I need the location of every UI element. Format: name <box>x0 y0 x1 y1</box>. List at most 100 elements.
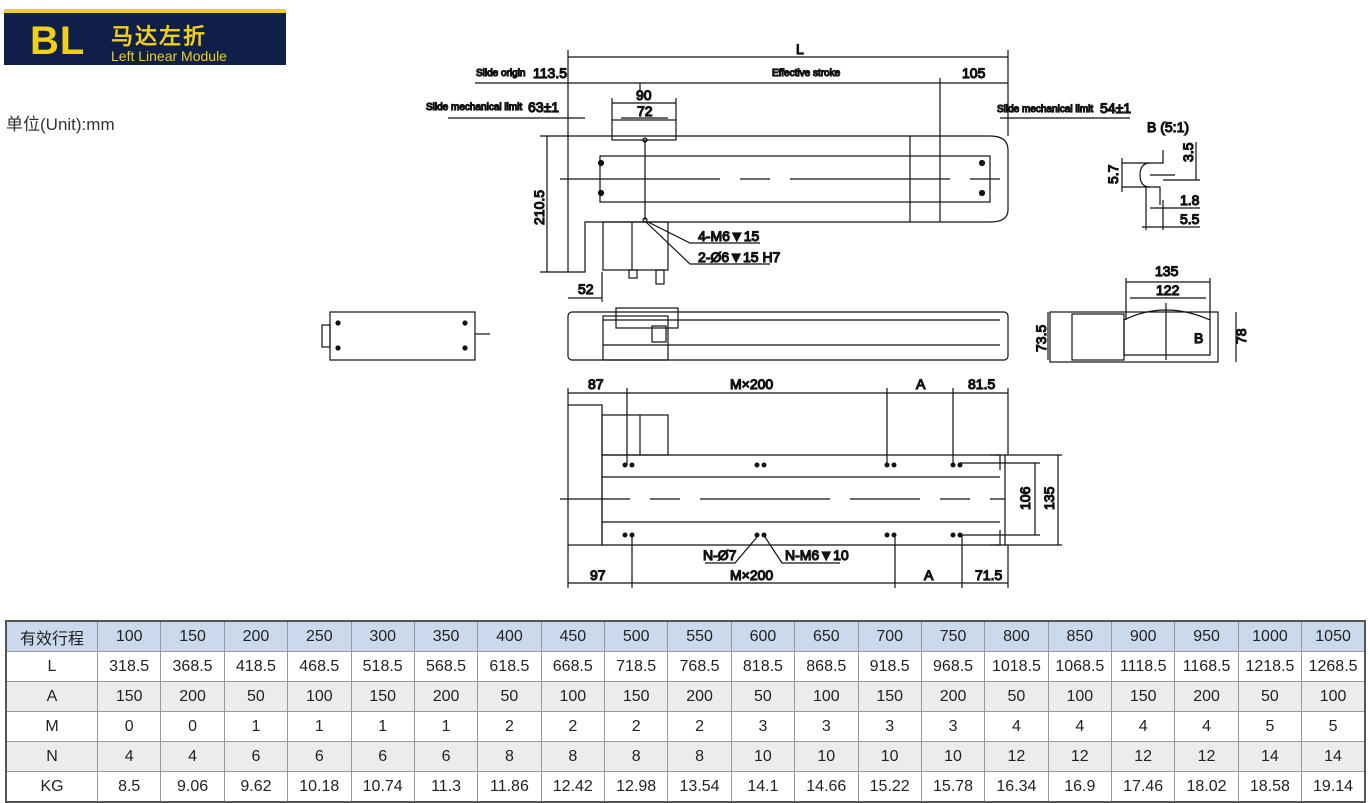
dim-3-5: 3.5 <box>1180 142 1196 162</box>
table-cell: 16.9 <box>1047 771 1113 803</box>
table-cell: 1018.5 <box>984 651 1049 682</box>
dim-90: 90 <box>636 87 652 103</box>
table-cell: 150 <box>857 681 922 712</box>
table-cell: 600 <box>730 620 796 652</box>
table-cell: 3 <box>857 711 922 742</box>
table-cell: 2 <box>477 711 542 742</box>
table-cell: 12 <box>984 741 1049 772</box>
row-label: N <box>5 741 98 772</box>
dim-81-5: 81.5 <box>968 376 995 392</box>
dim-A-bottom: A <box>924 567 934 583</box>
label-effective-stroke: Effective stroke <box>772 68 841 79</box>
dim-1-8: 1.8 <box>1180 192 1200 208</box>
table-cell: 0 <box>160 711 225 742</box>
dim-limit-right: 54±1 <box>1100 100 1131 116</box>
table-cell: 3 <box>794 711 859 742</box>
table-cell: 10.74 <box>350 771 415 803</box>
table-cell: 17.46 <box>1110 771 1176 803</box>
table-cell: 550 <box>667 620 732 652</box>
table-cell: 150 <box>96 681 162 712</box>
detail-b-title: B (5:1) <box>1147 119 1189 135</box>
table-cell: 9.62 <box>223 771 289 803</box>
table-cell: 14.66 <box>794 771 859 803</box>
table-cell: 1000 <box>1237 620 1303 652</box>
row-label: L <box>5 651 98 682</box>
table-cell: 400 <box>477 620 542 652</box>
table-cell: 12 <box>1174 741 1239 772</box>
dim-mx200-bottom: M×200 <box>730 567 773 583</box>
dim-5-7: 5.7 <box>1105 164 1121 184</box>
table-cell: 800 <box>984 620 1049 652</box>
dim-135-end: 135 <box>1155 263 1179 279</box>
table-cell: 12.42 <box>540 771 606 803</box>
table-cell: 3 <box>920 711 986 742</box>
mounting-holes <box>622 462 963 538</box>
table-cell: 300 <box>350 620 415 652</box>
table-cell: 668.5 <box>540 651 606 682</box>
table-cell: 10 <box>857 741 922 772</box>
dim-122: 122 <box>1156 282 1180 298</box>
table-cell: 8 <box>603 741 669 772</box>
table-cell: 100 <box>1301 681 1366 712</box>
table-cell: 200 <box>160 681 225 712</box>
dim-78: 78 <box>1233 328 1249 344</box>
dim-135-bottom: 135 <box>1041 486 1057 510</box>
table-cell: 918.5 <box>857 651 922 682</box>
table-cell: 10 <box>794 741 859 772</box>
table-cell: 2 <box>540 711 606 742</box>
table-cell: 150 <box>603 681 669 712</box>
table-cell: 368.5 <box>160 651 225 682</box>
table-cell: 50 <box>223 681 289 712</box>
hole-spec-n1: N-Ø7 <box>703 547 737 563</box>
row-label: 有效行程 <box>5 620 98 652</box>
dim-5-5: 5.5 <box>1180 211 1200 227</box>
table-cell: 718.5 <box>603 651 669 682</box>
hole-spec-1: 4-M6▼15 <box>698 228 760 244</box>
table-cell: 8 <box>540 741 606 772</box>
table-cell: 5 <box>1237 711 1303 742</box>
table-cell: 150 <box>1110 681 1176 712</box>
table-cell: 18.02 <box>1174 771 1239 803</box>
table-cell: 418.5 <box>223 651 289 682</box>
hole-spec-2: 2-Ø6▼15 H7 <box>698 249 781 265</box>
table-cell: 18.58 <box>1237 771 1303 803</box>
table-cell: 8.5 <box>96 771 162 803</box>
dim-106: 106 <box>1017 486 1033 510</box>
end-view <box>1047 278 1237 363</box>
top-view <box>448 50 1130 302</box>
table-cell: 16.34 <box>984 771 1049 803</box>
table-cell: 468.5 <box>287 651 352 682</box>
table-cell: 1 <box>223 711 289 742</box>
detail-b <box>1121 142 1200 230</box>
table-cell: 1168.5 <box>1174 651 1239 682</box>
dim-slide-origin: 113.5 <box>533 65 567 81</box>
table-cell: 568.5 <box>413 651 479 682</box>
table-cell: 12 <box>1047 741 1113 772</box>
table-cell: 200 <box>1174 681 1239 712</box>
dim-87: 87 <box>588 376 604 392</box>
table-cell: 100 <box>794 681 859 712</box>
table-cell: 1268.5 <box>1301 651 1366 682</box>
label-slide-origin: Slide origin <box>476 68 525 79</box>
label-limit-left: Slide mechanical limit <box>426 102 522 113</box>
table-cell: 5 <box>1301 711 1366 742</box>
table-cell: 950 <box>1174 620 1239 652</box>
table-cell: 900 <box>1110 620 1176 652</box>
table-cell: 868.5 <box>794 651 859 682</box>
table-cell: 50 <box>1237 681 1303 712</box>
table-cell: 1218.5 <box>1237 651 1303 682</box>
table-cell: 50 <box>477 681 542 712</box>
dim-73-5: 73.5 <box>1033 325 1049 352</box>
table-cell: 9.06 <box>160 771 225 803</box>
dim-210-5: 210.5 <box>531 190 547 225</box>
table-cell: 13.54 <box>667 771 732 803</box>
technical-drawing: L Slide origin 113.5 Effective stroke 10… <box>321 40 1250 588</box>
table-cell: 100 <box>1047 681 1113 712</box>
row-label: A <box>5 681 98 712</box>
table-cell: 4 <box>1174 711 1239 742</box>
model-code: BL <box>30 19 86 63</box>
table-cell: 4 <box>1047 711 1113 742</box>
